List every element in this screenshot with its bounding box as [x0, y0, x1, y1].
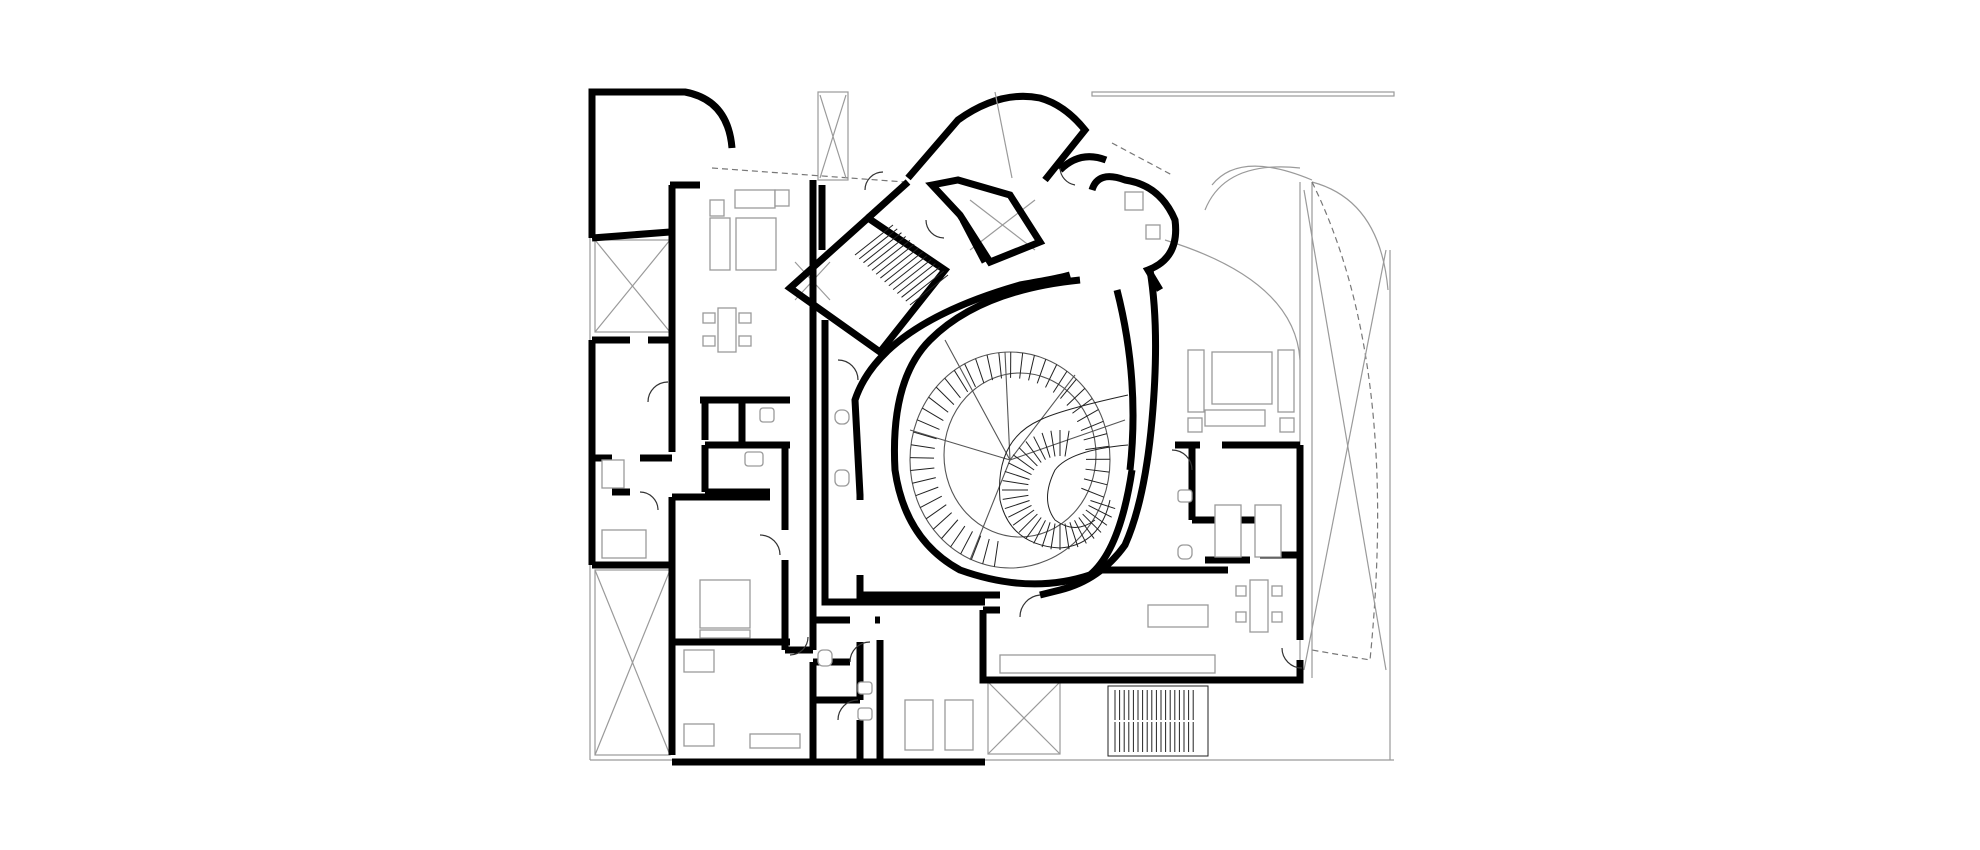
- stair-tread: [922, 407, 944, 421]
- stair-tread: [1052, 370, 1068, 393]
- stair-tread: [863, 232, 902, 264]
- roof-edge-dashed: [711, 142, 1379, 661]
- stair-tread: [941, 519, 959, 539]
- stair-tread: [1080, 420, 1104, 432]
- stair-tread: [998, 352, 1002, 379]
- stair-tread: [1076, 409, 1099, 423]
- stair-tread: [993, 540, 999, 567]
- stair-tread: [1002, 480, 1029, 486]
- central-core: [851, 269, 1160, 599]
- stair-tread: [932, 512, 952, 530]
- stair-tread: [1090, 500, 1116, 510]
- stair-tread: [1064, 523, 1070, 550]
- stair-tread: [1019, 352, 1024, 379]
- stair-tread: [867, 236, 907, 267]
- stair-tread: [896, 263, 936, 294]
- stair-tread: [1004, 500, 1030, 510]
- stair-tread: [960, 531, 973, 555]
- stair-tread: [1018, 447, 1038, 467]
- stair-tread: [964, 363, 976, 388]
- stair-outline: [1107, 685, 1209, 757]
- stair-tread: [910, 467, 935, 471]
- stair-tread: [858, 228, 898, 260]
- stair-tread: [1002, 494, 1029, 500]
- stair-tread: [905, 270, 945, 302]
- door-swings: [639, 167, 1303, 721]
- stair-tread: [1045, 364, 1058, 388]
- stair-tread: [982, 538, 990, 565]
- stair-tread: [871, 239, 911, 271]
- stair-tread: [1041, 522, 1051, 548]
- stair-tread: [1064, 430, 1070, 457]
- stair-upper: [854, 224, 949, 306]
- stair-lower: [1107, 685, 1209, 757]
- stair-tread: [1081, 487, 1105, 498]
- stair-tread: [909, 274, 949, 306]
- stair-tread: [975, 358, 985, 384]
- stair-tread: [1085, 445, 1110, 451]
- stair-tread: [910, 444, 935, 449]
- stair-tread: [1083, 478, 1108, 486]
- stair-tread: [901, 266, 940, 298]
- stair-tread: [1050, 430, 1056, 457]
- stair-tread: [1033, 436, 1046, 460]
- stair-tread: [950, 525, 966, 548]
- stair-tread: [884, 251, 923, 283]
- stair-tread: [1083, 433, 1108, 441]
- stair-tread: [854, 224, 894, 256]
- stair-tread: [1004, 470, 1030, 480]
- stair-tread: [1025, 517, 1042, 539]
- stair-tread: [892, 259, 932, 291]
- stair-tread: [875, 243, 915, 275]
- stair-tread: [1025, 441, 1042, 463]
- stair-tread: [910, 457, 935, 459]
- stair-tread: [970, 535, 982, 560]
- stair-tread: [1008, 504, 1032, 518]
- stair-tread: [1060, 378, 1077, 399]
- stair-tread: [1012, 509, 1035, 526]
- stair-tread: [1078, 517, 1095, 539]
- stair-tread: [928, 396, 949, 413]
- stair-tread: [915, 486, 939, 497]
- stair-tread: [1085, 509, 1108, 526]
- stair-tread: [912, 477, 936, 484]
- stair-tread: [1066, 387, 1086, 406]
- stair-tread: [1028, 355, 1035, 381]
- stair-tread: [935, 386, 955, 405]
- stair-tread: [986, 354, 994, 381]
- stair-tread: [1018, 513, 1038, 533]
- exterior-walls: [588, 88, 1304, 766]
- stair-tread: [1085, 468, 1110, 473]
- stair-tread: [919, 495, 943, 509]
- spiral-stair-treads: [910, 351, 1116, 567]
- stair-tread: [944, 377, 961, 399]
- stair-tread: [1041, 432, 1051, 458]
- upper-curved-walls: [905, 91, 1180, 292]
- furniture: [601, 189, 1295, 751]
- stair-tread: [1082, 513, 1102, 533]
- stair-tread: [1074, 520, 1087, 544]
- stair-tread: [1069, 522, 1079, 548]
- stair-tread: [1008, 462, 1032, 476]
- stair-tread: [1033, 520, 1046, 544]
- stair-tread: [1088, 504, 1112, 518]
- stair-tread: [1012, 454, 1035, 471]
- stair-tread: [916, 419, 940, 430]
- stair-tread: [925, 504, 947, 520]
- stair-tread: [1050, 523, 1056, 550]
- stair-tread: [1036, 359, 1047, 384]
- stair-tread: [888, 255, 928, 287]
- bath-fixtures: [744, 407, 1193, 721]
- stair-tread: [1072, 398, 1093, 414]
- stair-tread: [953, 370, 969, 393]
- stair-tread: [913, 431, 937, 440]
- stair-tread: [880, 247, 919, 279]
